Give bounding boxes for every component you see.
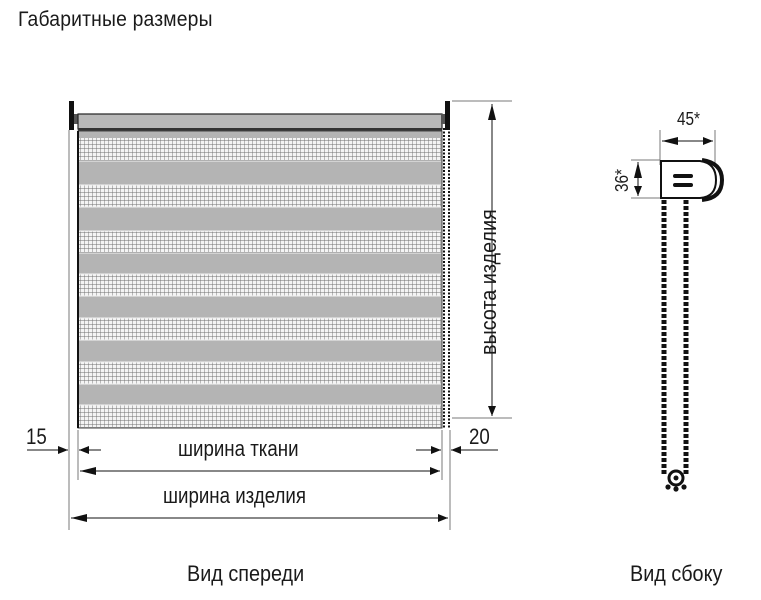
right-offset-label: 20 [469,424,490,449]
side-height-label: 36* [612,169,632,192]
left-offset-label: 15 [26,424,47,449]
side-view-mechanism [631,130,725,492]
side-depth-label: 45* [677,109,700,129]
front-view-caption: Вид спереди [187,561,305,586]
fabric-width-label: ширина ткани [178,436,299,461]
product-width-label: ширина изделия [163,483,306,508]
front-view-blind [69,101,450,429]
page-title: Габаритные размеры [18,8,213,31]
side-view-caption: Вид сбоку [630,561,723,586]
product-height-label: высота изделия [476,209,501,355]
dimension-lines [27,100,512,530]
